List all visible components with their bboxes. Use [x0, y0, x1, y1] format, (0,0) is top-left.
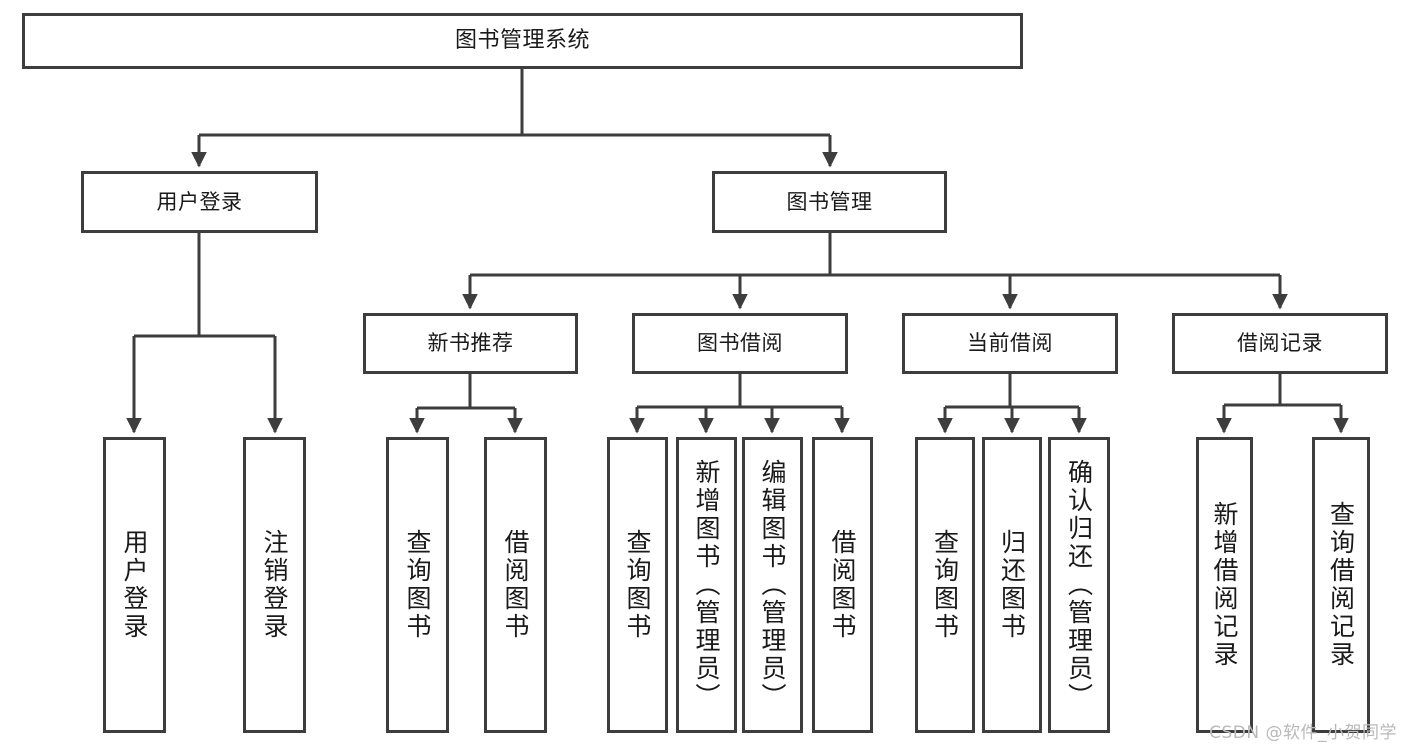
- node-user-login-label: 用户登录: [156, 189, 243, 214]
- node-user-login[interactable]: 用户登录: [81, 171, 318, 233]
- leaf-current-return-label: 归还图书: [997, 529, 1027, 641]
- node-book-borrowing[interactable]: 图书借阅: [632, 313, 848, 374]
- leaf-borrow-add-book-label: 新增图书（管理员）: [692, 459, 721, 711]
- node-current-borrowing-label: 当前借阅: [967, 331, 1053, 356]
- node-borrow-records-label: 借阅记录: [1237, 331, 1323, 356]
- leaf-records-query[interactable]: 查询借阅记录: [1312, 437, 1370, 733]
- node-book-borrowing-label: 图书借阅: [697, 331, 783, 356]
- node-new-book-recommendation-label: 新书推荐: [427, 331, 514, 356]
- leaf-current-query[interactable]: 查询图书: [915, 437, 975, 733]
- leaf-records-add[interactable]: 新增借阅记录: [1196, 437, 1253, 733]
- leaf-borrow-edit-book[interactable]: 编辑图书（管理员）: [742, 437, 803, 733]
- node-root[interactable]: 图书管理系统: [22, 13, 1023, 69]
- leaf-current-confirm-return[interactable]: 确认归还（管理员）: [1048, 437, 1110, 733]
- leaf-borrow-edit-book-label: 编辑图书（管理员）: [758, 459, 787, 711]
- leaf-new-books-query-label: 查询图书: [403, 529, 432, 641]
- leaf-borrow-query-label: 查询图书: [623, 529, 652, 641]
- leaf-records-add-label: 新增借阅记录: [1210, 501, 1239, 669]
- node-book-management[interactable]: 图书管理: [712, 171, 947, 233]
- leaf-borrow-add-book[interactable]: 新增图书（管理员）: [676, 437, 737, 733]
- leaf-user-login-login-label: 用户登录: [120, 529, 149, 641]
- leaf-records-query-label: 查询借阅记录: [1326, 501, 1356, 669]
- node-borrow-records[interactable]: 借阅记录: [1172, 313, 1388, 374]
- node-new-book-recommendation[interactable]: 新书推荐: [363, 313, 578, 374]
- leaf-new-books-query[interactable]: 查询图书: [386, 437, 449, 733]
- leaf-borrow-query[interactable]: 查询图书: [607, 437, 668, 733]
- watermark: CSDN @软件_小贺同学: [1209, 723, 1397, 743]
- node-book-management-label: 图书管理: [786, 189, 873, 214]
- leaf-borrow-borrow-book-label: 借阅图书: [828, 529, 857, 641]
- leaf-user-login-logout-label: 注销登录: [260, 529, 289, 641]
- leaf-current-confirm-return-label: 确认归还（管理员）: [1064, 459, 1094, 711]
- node-current-borrowing[interactable]: 当前借阅: [902, 313, 1118, 374]
- node-root-label: 图书管理系统: [454, 28, 590, 54]
- leaf-current-query-label: 查询图书: [930, 529, 960, 641]
- leaf-user-login-logout[interactable]: 注销登录: [243, 437, 306, 733]
- leaf-user-login-login[interactable]: 用户登录: [103, 437, 166, 733]
- leaf-new-books-borrow-label: 借阅图书: [501, 529, 530, 641]
- leaf-borrow-borrow-book[interactable]: 借阅图书: [812, 437, 873, 733]
- leaf-current-return[interactable]: 归还图书: [982, 437, 1042, 733]
- leaf-new-books-borrow[interactable]: 借阅图书: [484, 437, 547, 733]
